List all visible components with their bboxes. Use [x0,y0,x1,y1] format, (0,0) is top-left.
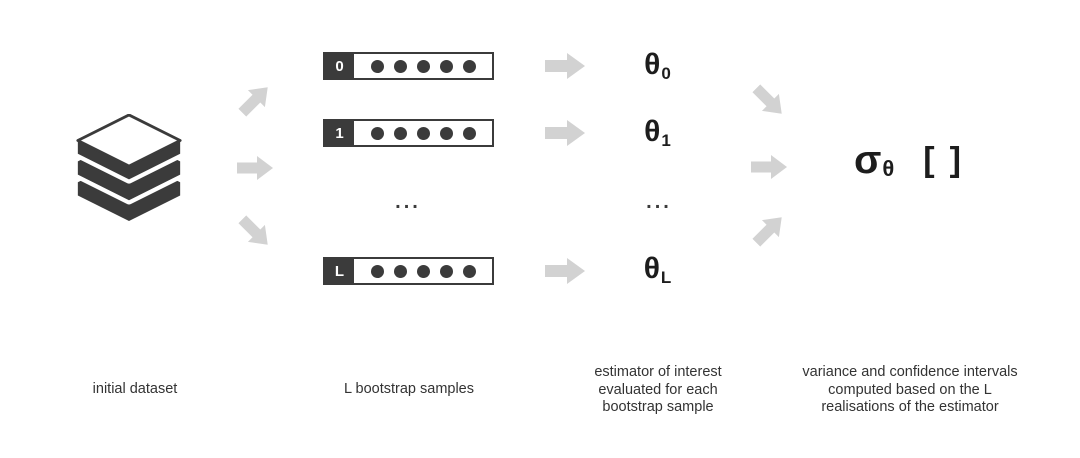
confidence-interval-brackets: [ ] [923,140,961,180]
caption-bootstrap-samples: L bootstrap samples [343,381,475,397]
sigma-symbol: σ [854,138,882,182]
caption-initial-dataset: initial dataset [92,381,178,397]
sample-dot [393,264,407,278]
sample-arrow-right-icon [545,53,585,79]
theta-symbol: θ [643,252,660,285]
sample-dots [354,121,492,145]
theta-symbol: θ [644,48,661,81]
sample-dot [393,59,407,73]
sample-dots [354,259,492,283]
diverge-arrow-up-right-icon [237,87,273,117]
sample-dot [439,126,453,140]
sample-dot [416,126,430,140]
estimators-ellipsis: ... [646,191,672,213]
sample-index-badge: 1 [325,121,354,145]
sample-dot [439,59,453,73]
sample-dot [462,59,476,73]
theta-subscript: 0 [661,64,671,83]
sample-index-badge: L [325,259,354,283]
theta-symbol: θ [644,115,661,148]
samples-ellipsis: ... [395,191,421,213]
sample-dot [462,264,476,278]
sample-dot [462,126,476,140]
converge-arrow-right-icon [751,155,787,179]
sample-dot [416,59,430,73]
diverge-arrow-down-right-icon [237,215,273,245]
sample-arrow-right-icon [545,120,585,146]
estimator-theta-L: θL [643,251,672,291]
estimator-theta-0: θ0 [644,47,671,87]
sample-dots [354,54,492,78]
sample-dot [416,264,430,278]
theta-subscript: L [660,268,672,287]
diverge-arrow-right-icon [237,156,273,180]
converge-arrow-down-right-icon [751,84,787,114]
sample-index-badge: 0 [325,54,354,78]
sample-dot [370,264,384,278]
caption-variance: variance and confidence intervals comput… [802,364,1018,415]
bootstrap-sample-row-0: 0 [323,52,494,80]
bracket-close: ] [949,141,961,179]
variance-result: σ θ [ ] [854,139,961,182]
sample-dot [370,126,384,140]
bootstrap-sample-row-L: L [323,257,494,285]
bracket-open: [ [923,141,935,179]
converge-arrow-up-right-icon [751,217,787,247]
estimator-theta-1: θ1 [644,114,671,154]
caption-estimator: estimator of interest evaluated for each… [594,364,722,415]
sigma-subscript: θ [882,156,895,181]
sample-dot [370,59,384,73]
theta-subscript: 1 [661,131,671,150]
sample-dot [439,264,453,278]
bootstrap-sample-row-1: 1 [323,119,494,147]
sample-arrow-right-icon [545,258,585,284]
dataset-layers-icon [73,114,185,222]
sample-dot [393,126,407,140]
